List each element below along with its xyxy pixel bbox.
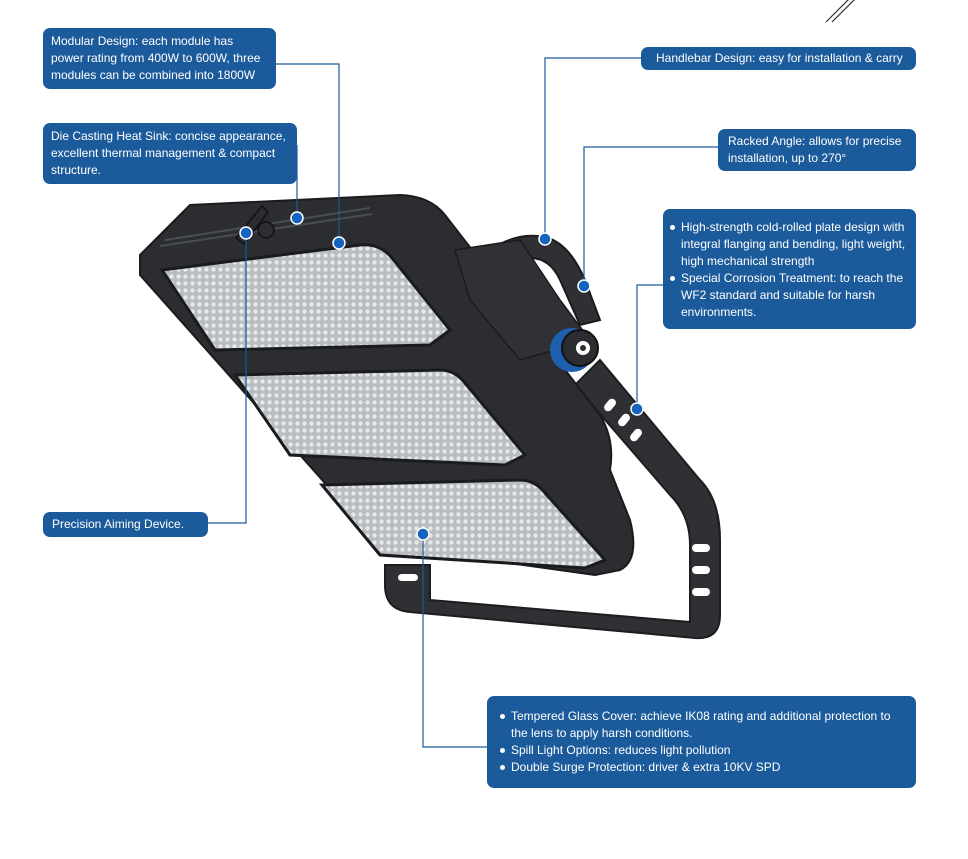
bullet-item: Double Surge Protection: driver & extra … <box>499 759 906 776</box>
callout-heat-sink: Die Casting Heat Sink: concise appearanc… <box>43 123 297 184</box>
callout-glass-cover: Tempered Glass Cover: achieve IK08 ratin… <box>487 696 916 788</box>
callout-racked-angle: Racked Angle: allows for precise install… <box>718 129 916 171</box>
callout-aiming-device: Precision Aiming Device. <box>43 512 208 537</box>
marker-dot <box>332 236 346 250</box>
marker-dot <box>577 279 591 293</box>
bullet-item: Special Corrosion Treatment: to reach th… <box>669 270 908 321</box>
bullet-item: High-strength cold-rolled plate design w… <box>669 219 908 270</box>
marker-dot <box>290 211 304 225</box>
callout-modular-design: Modular Design: each module has power ra… <box>43 28 276 89</box>
callout-racked-text: Racked Angle: allows for precise install… <box>728 134 902 165</box>
callout-aiming-text: Precision Aiming Device. <box>52 517 185 531</box>
marker-dot <box>630 402 644 416</box>
callout-modular-text: Modular Design: each module has power ra… <box>51 34 261 82</box>
callout-heat-sink-text: Die Casting Heat Sink: concise appearanc… <box>51 129 286 177</box>
callout-handlebar-text: Handlebar Design: easy for installation … <box>656 51 903 65</box>
bullet-item: Spill Light Options: reduces light pollu… <box>499 742 906 759</box>
marker-dot <box>416 527 430 541</box>
marker-dot <box>239 226 253 240</box>
marker-dot <box>538 232 552 246</box>
callout-plate-design: High-strength cold-rolled plate design w… <box>663 209 916 329</box>
bullet-item: Tempered Glass Cover: achieve IK08 ratin… <box>499 708 906 742</box>
callout-handlebar: Handlebar Design: easy for installation … <box>641 47 916 70</box>
